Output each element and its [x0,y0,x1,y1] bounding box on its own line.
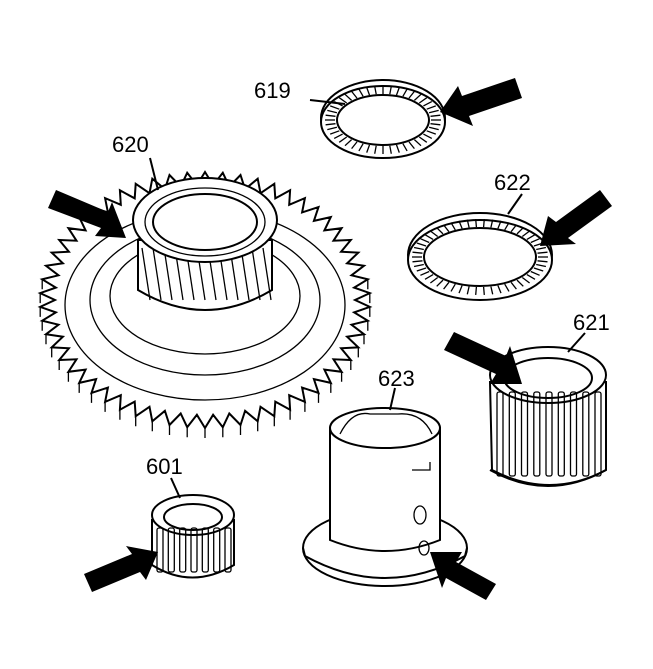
callout-622: 622 [494,170,531,195]
pointer-arrows [48,78,612,600]
bearing-619 [320,79,446,159]
arrow-620-icon [48,190,126,238]
cage-621 [488,346,607,487]
sleeve-623 [302,407,468,587]
arrow-601-icon [84,546,158,592]
bearing-622 [407,212,553,301]
callout-601: 601 [146,454,183,479]
callout-619: 619 [254,78,291,103]
callout-623: 623 [378,366,415,391]
leader-lines [149,99,586,499]
callout-621: 621 [573,310,610,335]
arrow-622-icon [540,190,612,246]
bearing-601 [151,494,235,579]
arrow-619-icon [440,78,522,126]
callout-620: 620 [112,132,149,157]
arrow-623-icon [430,552,496,600]
arrow-621-icon [444,332,522,384]
